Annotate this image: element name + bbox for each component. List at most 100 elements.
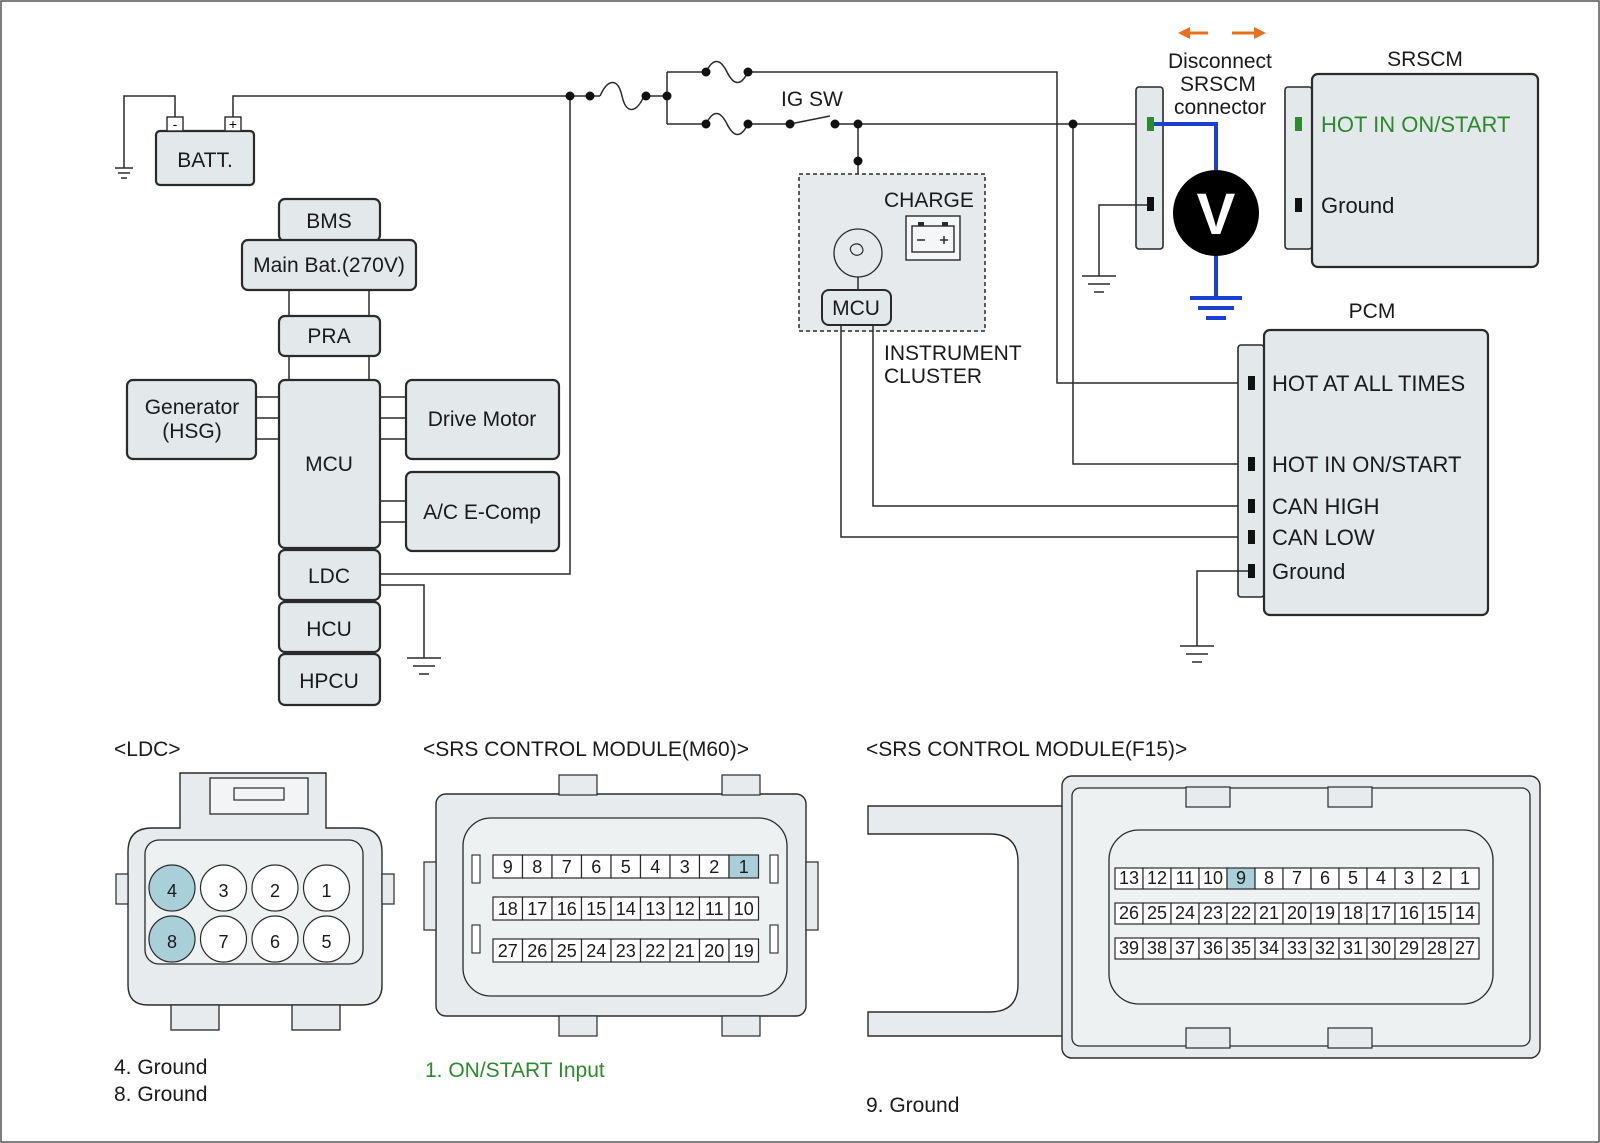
pra-label: PRA (307, 325, 350, 348)
m60-pin-number: 26 (527, 941, 547, 961)
ldc-pin-number: 1 (321, 881, 331, 901)
ldc-pin-3 (199, 864, 248, 912)
srscm-harness-connector (1135, 86, 1164, 250)
f15-pin-number: 34 (1259, 938, 1279, 958)
f15-note: 9. Ground (866, 1094, 959, 1117)
m60-pin-number: 27 (498, 941, 518, 961)
m60-pin-number: 16 (557, 899, 577, 919)
instrument-cluster-label-1: INSTRUMENT (884, 342, 1022, 365)
m60-pin-number: 23 (616, 941, 636, 961)
ldc-note-2: 8. Ground (114, 1083, 207, 1106)
f15-pin-14 (1450, 902, 1480, 925)
f15-pin-number: 23 (1203, 903, 1223, 923)
f15-pin-number: 6 (1320, 868, 1330, 888)
f15-pin-number: 24 (1175, 903, 1195, 923)
m60-pin-number: 15 (586, 899, 606, 919)
m60-pin-number: 11 (705, 899, 724, 919)
m60-pin-number: 18 (498, 899, 518, 919)
ldc-connector-title: <LDC> (114, 738, 181, 761)
f15-pin-number: 11 (1176, 868, 1195, 888)
pcm-title: PCM (1349, 300, 1396, 323)
battery-minus-sign: - (173, 116, 178, 132)
f15-pin-number: 36 (1203, 938, 1223, 958)
f15-pin-number: 37 (1175, 938, 1195, 958)
m60-note: 1. ON/START Input (425, 1059, 605, 1082)
f15-pin-number: 3 (1404, 868, 1414, 888)
ldc-pin-number: 5 (321, 932, 331, 952)
srscm-connector (1284, 86, 1313, 250)
m60-pin-number: 1 (739, 857, 749, 877)
ldc-pin-number: 6 (270, 932, 280, 952)
ldc-pin-5 (302, 915, 351, 963)
disconnect-label-2: SRSCM (1180, 73, 1256, 96)
f15-pin-number: 28 (1427, 938, 1447, 958)
f15-pin-number: 32 (1315, 938, 1335, 958)
f15-pin-number: 26 (1119, 903, 1139, 923)
f15-pin-number: 4 (1376, 868, 1386, 888)
ig-switch (789, 115, 831, 125)
mcu-label: MCU (305, 453, 353, 476)
battery-plus-sign: + (229, 116, 237, 132)
f15-pin-number: 22 (1231, 903, 1251, 923)
mcu-block (277, 378, 382, 550)
fuse-ig (705, 112, 749, 136)
m60-pin-number: 9 (503, 857, 513, 877)
probe-wire-positive (1154, 122, 1218, 172)
m60-pin-19 (728, 938, 760, 963)
ldc-note-1: 4. Ground (114, 1056, 207, 1079)
drive-motor-block (404, 378, 561, 461)
srscm-module (1310, 72, 1540, 269)
ldc-label: LDC (308, 565, 350, 588)
f15-pin-number: 13 (1119, 868, 1139, 888)
m60-pin-number: 19 (734, 941, 754, 961)
srscm-title: SRSCM (1387, 48, 1463, 71)
ldc-pin-number: 4 (167, 881, 177, 901)
f15-pin-number: 7 (1292, 868, 1302, 888)
f15-pin-number: 30 (1371, 938, 1391, 958)
ldc-pin-number: 7 (218, 932, 228, 952)
f15-pin-number: 15 (1427, 903, 1447, 923)
m60-pin-number: 2 (709, 857, 719, 877)
harness-pin-ground (1147, 197, 1154, 211)
fuse-hot-at-all-times (705, 60, 749, 84)
f15-pin-number: 38 (1147, 938, 1167, 958)
m60-connector-title: <SRS CONTROL MODULE(M60)> (423, 738, 749, 761)
f15-connector-title: <SRS CONTROL MODULE(F15)> (866, 738, 1187, 761)
battery-circuit: - + BATT. (115, 95, 570, 187)
f15-pin-number: 16 (1399, 903, 1419, 923)
f15-pin-number: 39 (1119, 938, 1139, 958)
m60-pin-number: 17 (527, 899, 547, 919)
main-battery-block (240, 238, 418, 292)
ldc-pin-number: 3 (218, 881, 228, 901)
ldc-pin-6 (251, 915, 299, 963)
m60-pin-10 (728, 896, 760, 921)
m60-pin-number: 6 (591, 857, 601, 877)
pcm-pin-can-low: CAN LOW (1272, 525, 1375, 550)
battery (154, 129, 256, 187)
battery-positive-terminal (224, 116, 242, 132)
generator-label-1: Generator (145, 396, 240, 419)
f15-pin-number: 19 (1315, 903, 1335, 923)
f15-pin-number: 9 (1236, 868, 1246, 888)
drive-motor-label: Drive Motor (428, 408, 537, 431)
m60-pin-number: 24 (586, 941, 606, 961)
srscm-pin-hot-label: HOT IN ON/START (1321, 112, 1510, 137)
ldc-pin-number: 2 (270, 881, 280, 901)
hcu-label: HCU (306, 618, 352, 641)
hpcu-block (277, 652, 382, 707)
ldc-pin-1 (302, 864, 351, 912)
main-battery-label: Main Bat.(270V) (253, 254, 405, 277)
f15-pin-number: 18 (1343, 903, 1363, 923)
battery-negative-terminal (166, 116, 184, 132)
f15-pin-number: 5 (1348, 868, 1358, 888)
f15-pin-number: 27 (1455, 938, 1475, 958)
cluster-mcu-label: MCU (832, 297, 880, 320)
srscm-pin-ground-label: Ground (1321, 193, 1394, 218)
pcm-pin-ground: Ground (1272, 559, 1345, 584)
generator-block (125, 378, 258, 461)
f15-lever (867, 805, 1067, 1037)
